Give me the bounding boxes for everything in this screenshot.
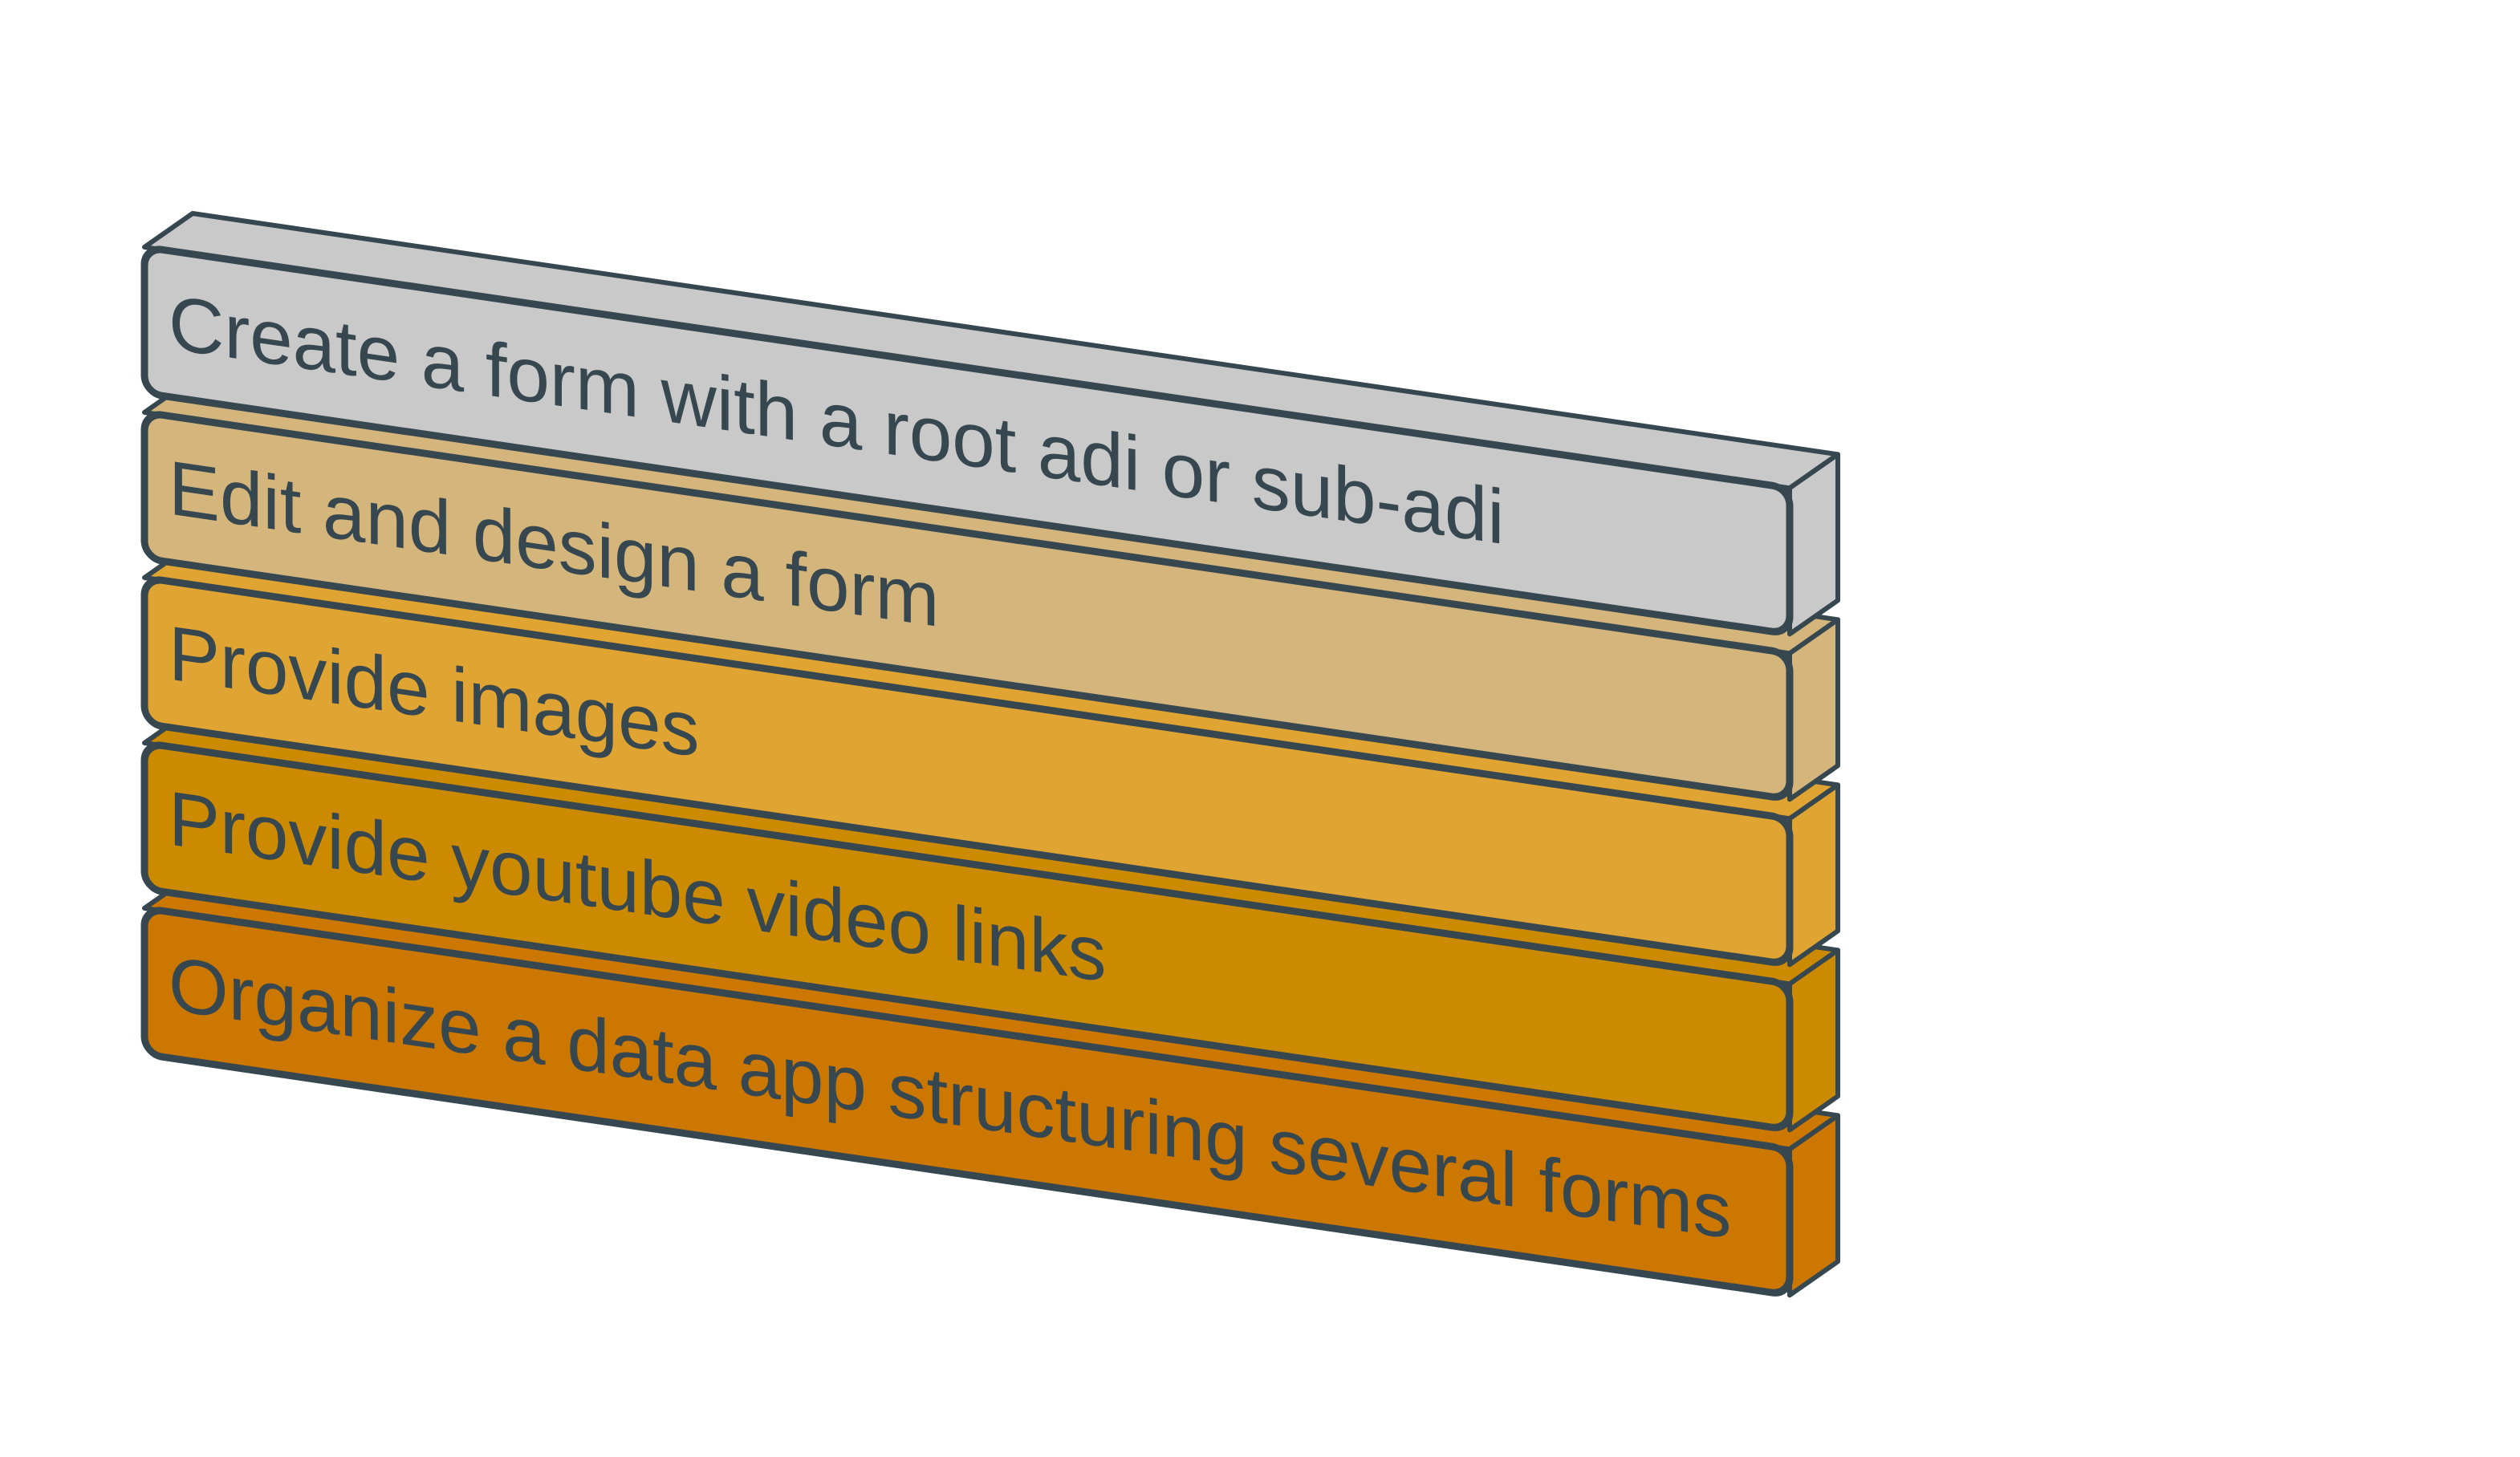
layer-side-face: [1787, 782, 1840, 968]
layer-front-face: [140, 576, 1794, 966]
layer-front-face: [140, 411, 1794, 801]
layer-front-face: [140, 907, 1794, 1297]
layer-front-face: [140, 741, 1794, 1131]
layer-side-face: [1787, 1113, 1840, 1298]
layer-side-face: [1787, 452, 1840, 637]
layer-front-face: [140, 246, 1794, 635]
layer-side-face: [1787, 948, 1840, 1133]
layer-side-face: [1787, 617, 1840, 802]
